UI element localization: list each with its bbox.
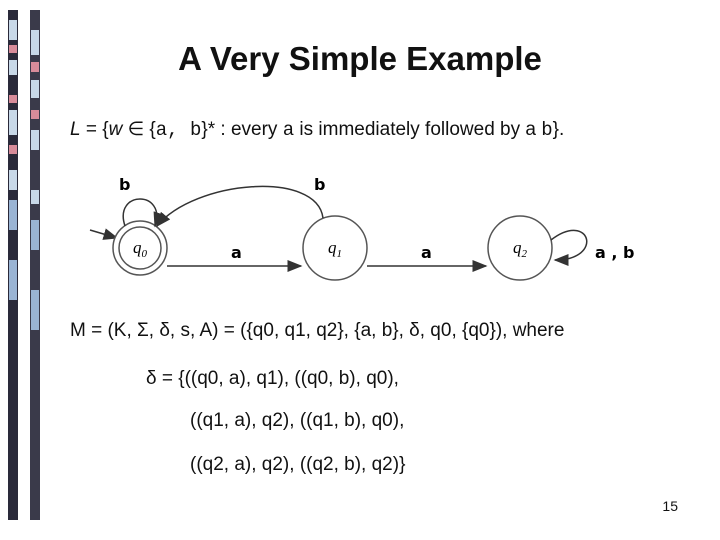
- state-q1-label: q1: [328, 238, 342, 260]
- delta-line-1: δ = {((q0, a), q1), ((q0, b), q0),: [146, 368, 399, 389]
- edge-q0-q1-label: a: [231, 243, 242, 262]
- language-definition: L = {w ∈ {a, b}* : every a is immediatel…: [70, 118, 564, 141]
- edge-q1-q2-label: a: [421, 243, 432, 262]
- edge-q2-q2: [550, 229, 588, 266]
- page-number: 15: [662, 498, 678, 514]
- fsa-diagram: b b a a a , b q0 q1 q2: [89, 175, 634, 281]
- lang-end: }.: [552, 119, 565, 140]
- edge-q0-q0-label: b: [119, 175, 130, 194]
- edge-q1-q0-label: b: [314, 175, 325, 194]
- delta-line-3: ((q2, a), q2), ((q2, b), q2)}: [190, 454, 406, 475]
- state-q0-label: q0: [133, 238, 148, 260]
- lang-alphabet: a, b: [155, 119, 202, 141]
- lang-closure: }* : every: [201, 119, 283, 140]
- lang-middle: is immediately followed by a: [294, 119, 542, 140]
- slide-title: A Very Simple Example: [178, 40, 542, 77]
- lang-a: a: [282, 119, 295, 141]
- edge-q1-q0: [156, 185, 324, 228]
- lang-elem: ∈ {: [122, 119, 156, 140]
- lang-prefix: = {: [80, 119, 109, 140]
- lang-L: L: [70, 119, 81, 140]
- state-q1: [302, 215, 368, 281]
- state-q2-label: q2: [513, 238, 528, 260]
- start-arrow: [89, 228, 119, 240]
- lang-w: w: [108, 119, 123, 140]
- machine-definition: M = (K, Σ, δ, s, A) = ({q0, q1, q2}, {a,…: [70, 320, 565, 341]
- delta-line-2: ((q1, a), q2), ((q1, b), q0),: [190, 410, 405, 431]
- edge-q2-q2-label: a , b: [595, 243, 634, 262]
- state-q0-inner: [118, 226, 162, 270]
- decorative-side-strip: [8, 10, 40, 520]
- state-q2: [487, 215, 553, 281]
- lang-b: b: [541, 119, 553, 141]
